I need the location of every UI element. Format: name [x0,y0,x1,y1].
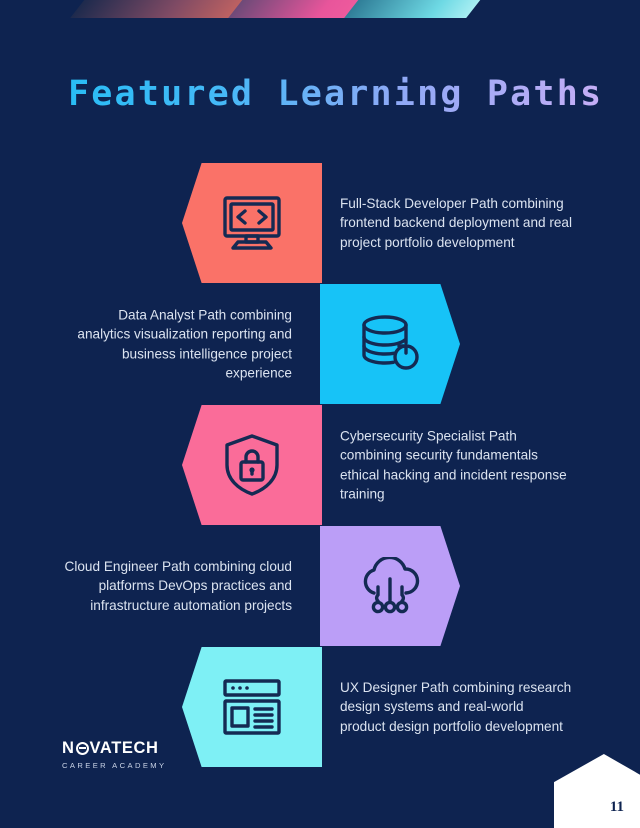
list-item[interactable]: Full-Stack Developer Path combining fron… [0,163,640,283]
path-description-2: Data Analyst Path combining analytics vi… [77,307,292,381]
stripe-teal [344,0,482,18]
list-item[interactable]: Cybersecurity Specialist Path combining … [0,405,640,525]
database-refresh-icon [362,315,419,370]
learning-paths-list: Full-Stack Developer Path combining fron… [0,163,640,768]
list-item[interactable]: Data Analyst Path combining analytics vi… [0,284,640,404]
page-number: 11 [609,799,624,815]
path-description-4: Cloud Engineer Path combining cloud plat… [64,559,292,613]
brand-name: N VATECH [62,740,167,757]
path-description-5: UX Designer Path combining research desi… [340,680,572,734]
brand-tagline: CAREER ACADEMY [62,760,167,770]
barred-o-icon [75,741,89,755]
list-item[interactable]: Cloud Engineer Path combining cloud plat… [0,526,640,646]
path-icon-tile-5 [182,647,322,767]
brand-name-part2: VATECH [89,739,159,757]
path-description-3: Cybersecurity Specialist Path combining … [340,428,567,502]
path-icon-tile-3 [182,405,322,525]
path-icon-tile-4 [320,526,460,646]
shield-lock-icon [225,434,279,496]
monitor-code-icon [223,196,281,250]
top-stripe-banner [0,0,640,18]
cloud-network-icon [363,557,420,614]
wireframe-layout-icon [223,679,281,735]
list-item[interactable]: UX Designer Path combining research desi… [0,647,640,767]
page-title: Featured Learning Paths [68,74,604,114]
brand-logo: N VATECH CAREER ACADEMY [62,740,167,770]
path-icon-tile-2 [320,284,460,404]
path-description-1: Full-Stack Developer Path combining fron… [340,196,573,250]
brand-name-part1: N [62,739,75,757]
path-icon-tile-1 [182,163,322,283]
